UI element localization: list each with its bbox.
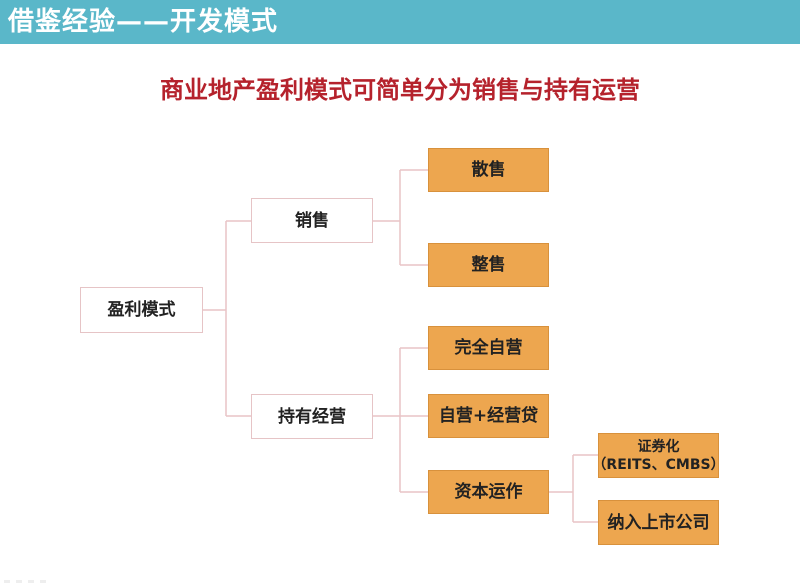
node-securitization-line2: （REITS、CMBS） xyxy=(592,456,725,473)
node-capital-operation: 资本运作 xyxy=(428,470,549,514)
node-securitization: 证券化 （REITS、CMBS） xyxy=(592,433,725,478)
node-self-operate-loan: 自营+经营贷 xyxy=(428,394,549,438)
node-listed-company-label: 纳入上市公司 xyxy=(607,512,710,533)
footer-decoration xyxy=(4,568,84,583)
node-hold-operate: 持有经营 xyxy=(251,394,373,439)
node-whole-sale: 整售 xyxy=(428,243,549,287)
node-profit-model: 盈利模式 xyxy=(80,287,203,333)
page-title: 借鉴经验——开发模式 xyxy=(8,7,279,37)
header-bar: 借鉴经验——开发模式 xyxy=(0,0,800,44)
node-listed-company: 纳入上市公司 xyxy=(598,500,719,545)
node-self-operate: 完全自营 xyxy=(428,326,549,370)
node-sale: 销售 xyxy=(251,198,373,243)
node-securitization-line1: 证券化 xyxy=(637,438,680,455)
node-retail-sale: 散售 xyxy=(428,148,549,192)
slide-subtitle: 商业地产盈利模式可简单分为销售与持有运营 xyxy=(160,76,640,104)
